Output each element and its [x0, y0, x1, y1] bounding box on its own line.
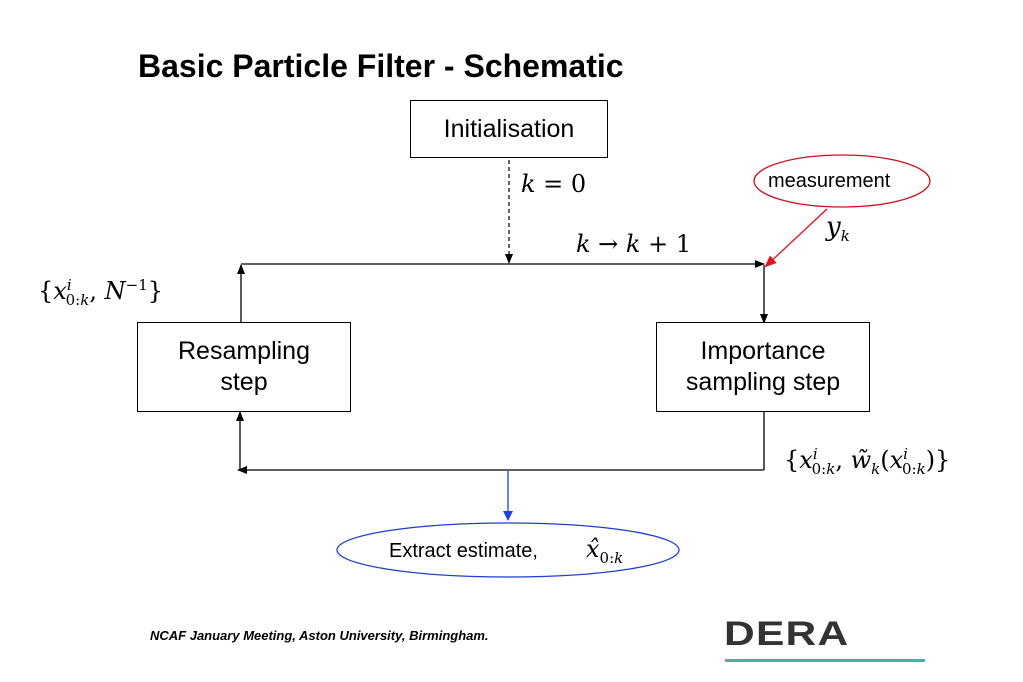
extract-estimate-label: Extract estimate, [389, 541, 538, 561]
measurement-arrow [764, 208, 828, 268]
slide-title: Basic Particle Filter - Schematic [138, 48, 624, 84]
importance-sampling-label: Importance sampling step [685, 337, 841, 396]
resampled-set-formula: {xi0:k, N−1} [38, 276, 164, 309]
footer-text: NCAF January Meeting, Aston University, … [150, 628, 489, 643]
measurement-label: measurement [768, 170, 891, 192]
logo-underline [725, 659, 925, 662]
resampling-label: Resampling step [177, 337, 310, 396]
initialisation-box: Initialisation [410, 100, 608, 158]
initialisation-label: Initialisation [443, 114, 575, 143]
importance-sampling-box: Importance sampling step [656, 322, 870, 412]
extract-ellipse [336, 522, 680, 578]
extract-estimate-text: Extract estimate, [389, 540, 538, 562]
k-step-formula: k → k + 1 [576, 230, 692, 258]
y-k-formula: yk [826, 212, 850, 246]
dera-logo: DERA [724, 615, 850, 653]
weighted-set-formula: {xi0:k, w̃k(xi0:k)} [784, 445, 951, 478]
estimate-formula: x̂0:k [586, 535, 624, 567]
resampling-box: Resampling step [137, 322, 351, 412]
k-init-formula: k = 0 [521, 170, 587, 198]
measurement-ellipse [753, 154, 931, 208]
